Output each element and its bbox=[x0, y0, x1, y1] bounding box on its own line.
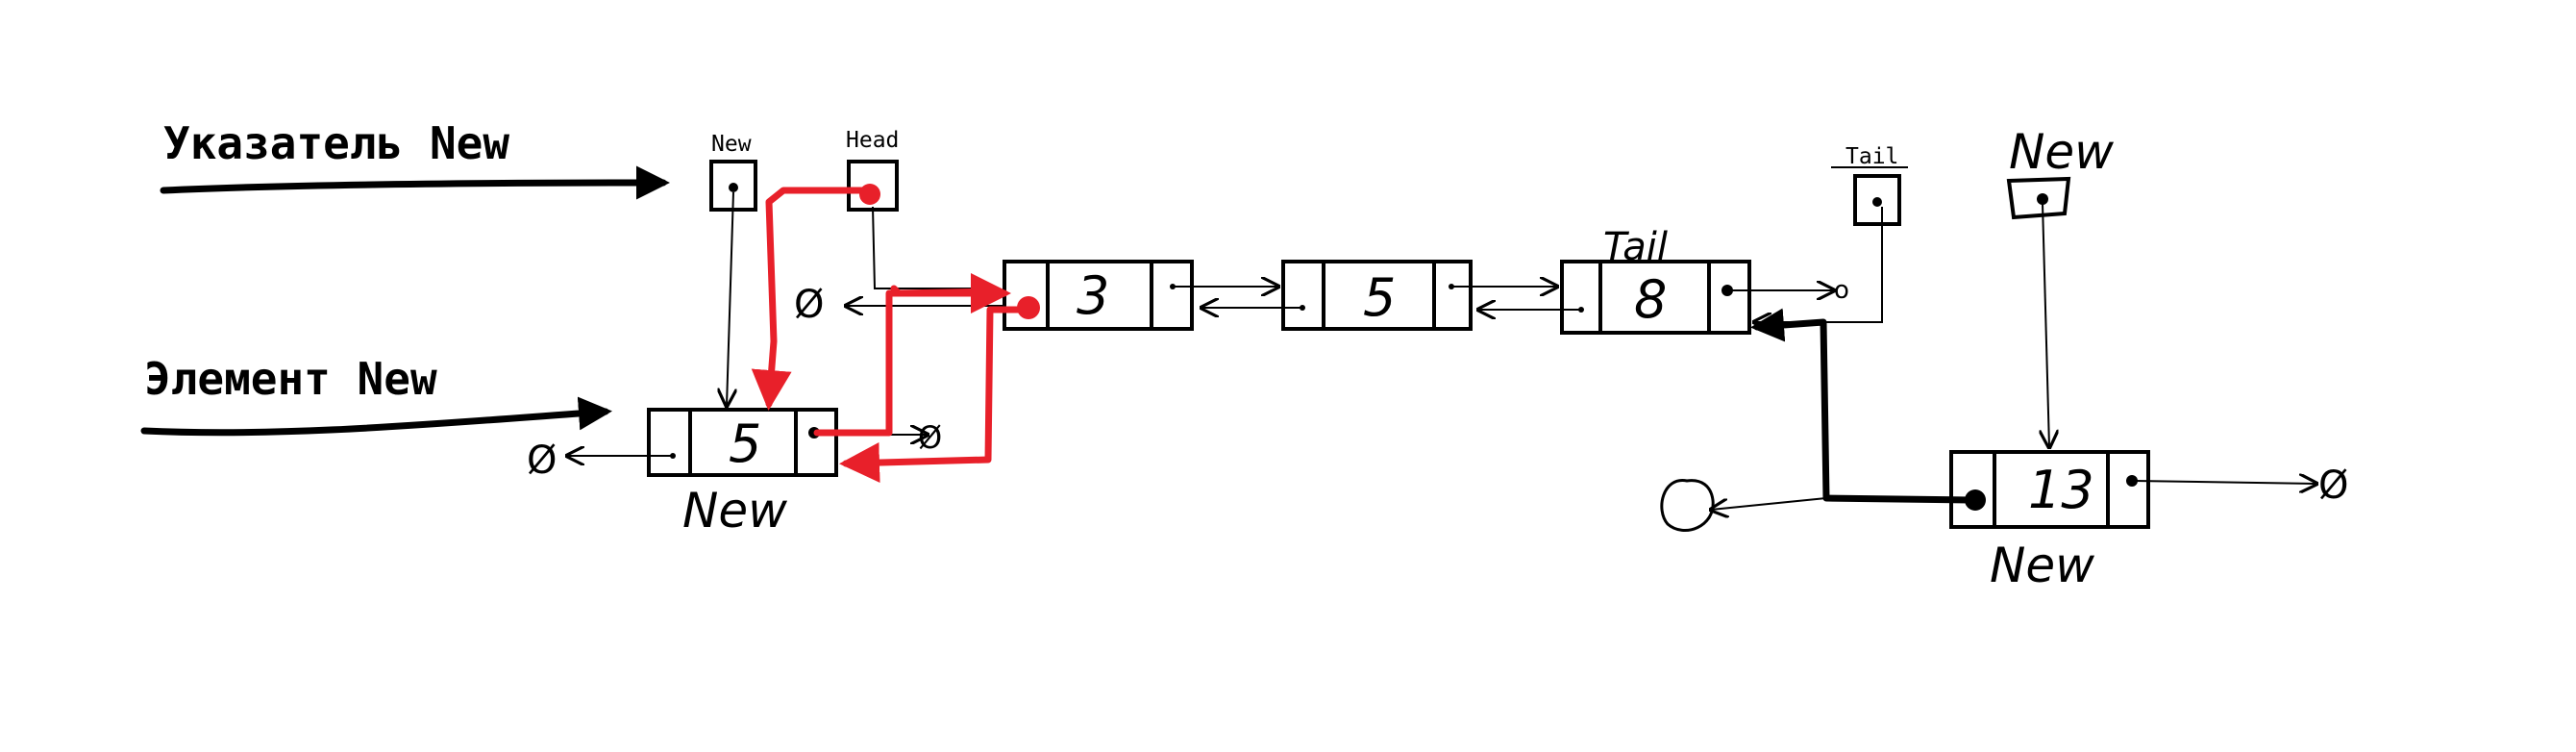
element-new-arrow bbox=[140, 396, 612, 437]
pointer-head-caption: Head bbox=[846, 128, 899, 153]
tail-hand-label: Tail bbox=[1603, 225, 1668, 269]
node-1-value: 3 bbox=[1077, 265, 1109, 326]
pointer-new-dot bbox=[729, 183, 738, 192]
right-node-caption: New bbox=[1990, 538, 2094, 593]
right-node-next-null: Ø bbox=[2318, 464, 2348, 508]
new-node-caption: New bbox=[682, 483, 787, 539]
head-to-new-red-link bbox=[751, 187, 874, 411]
list-node-2: 5 bbox=[1281, 260, 1473, 331]
element-new-label: Элемент New bbox=[144, 353, 437, 405]
pointer-new-caption: New bbox=[711, 132, 752, 157]
right-node-prev-bold-link bbox=[1750, 308, 1974, 504]
node1-to-new-red-link bbox=[839, 306, 1028, 484]
node-3-next-null: o bbox=[1834, 276, 1849, 305]
list-node-3: 8 bbox=[1560, 260, 1751, 335]
right-node-value: 13 bbox=[2028, 460, 2094, 520]
pointer-tail-caption: Tail bbox=[1845, 144, 1898, 169]
new-node-next-null: Ø bbox=[918, 419, 942, 456]
pointer-new-arrow bbox=[160, 165, 670, 200]
right-new-node: 13 bbox=[1949, 450, 2150, 529]
pointer-new-link bbox=[727, 191, 733, 406]
node-3-value: 8 bbox=[1634, 269, 1667, 330]
new-node-prev-null: Ø bbox=[527, 439, 557, 483]
node-2-value: 5 bbox=[1363, 267, 1396, 328]
right-node-prev-null-circle bbox=[1660, 479, 1715, 532]
list-node-1: 3 bbox=[1003, 260, 1194, 331]
pointer-new-label: Указатель New bbox=[163, 117, 509, 169]
head-red-dot bbox=[859, 184, 880, 205]
node-1-prev-null: Ø bbox=[794, 283, 824, 327]
new-node: 5 bbox=[647, 408, 838, 477]
new-to-node1-red-link bbox=[813, 273, 1011, 437]
right-pointer-new-label: New bbox=[2009, 124, 2114, 180]
node1-red-dot bbox=[1017, 296, 1040, 319]
new-node-value: 5 bbox=[729, 414, 761, 474]
